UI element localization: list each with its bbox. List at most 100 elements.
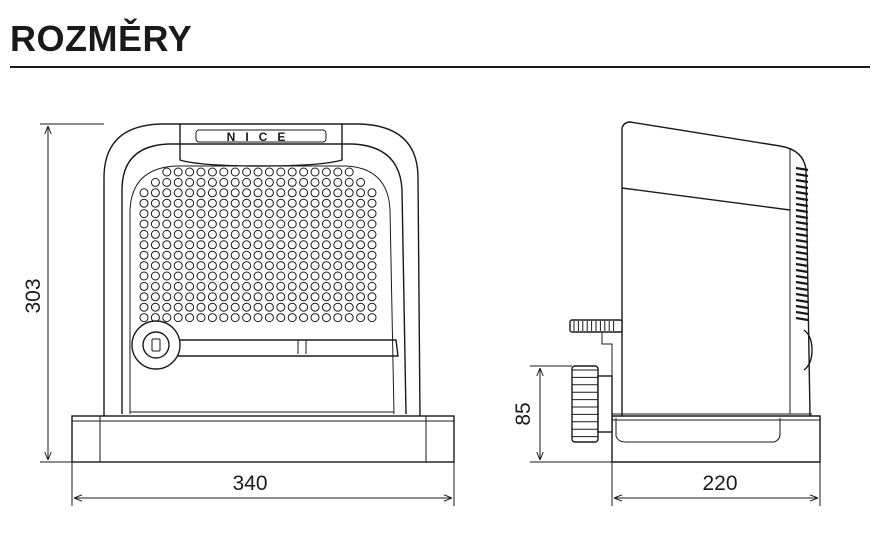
grille-hole (207, 177, 217, 187)
grille-hole (344, 177, 354, 187)
grille-hole (173, 261, 183, 271)
grille-hole (310, 240, 320, 250)
grille-hole (242, 167, 252, 177)
grille-hole (162, 302, 172, 312)
grille-hole (253, 250, 263, 260)
grille-rib (795, 304, 809, 310)
grille-hole (333, 271, 343, 281)
grille-hole (230, 219, 240, 229)
grille-hole (321, 271, 331, 281)
grille-hole (230, 313, 240, 323)
grille-rib (795, 202, 809, 208)
grille-hole (219, 292, 229, 302)
grille-hole (185, 240, 195, 250)
grille-hole (264, 177, 274, 187)
grille-hole (367, 313, 377, 323)
grille-hole (207, 281, 217, 291)
grille-hole (242, 281, 252, 291)
grille-hole (196, 209, 206, 219)
grille-hole (276, 219, 286, 229)
grille-hole (367, 198, 377, 208)
grille-hole (287, 177, 297, 187)
grille-hole (367, 250, 377, 260)
grille-rib (795, 232, 809, 238)
grille-hole (230, 188, 240, 198)
grille-hole (219, 250, 229, 260)
grille-hole (253, 292, 263, 302)
grille-hole (207, 302, 217, 312)
side-width-label: 220 (702, 472, 737, 495)
grille-hole (310, 229, 320, 239)
grille-hole (230, 302, 240, 312)
grille-hole (264, 229, 274, 239)
grille-hole (162, 188, 172, 198)
grille-hole (196, 198, 206, 208)
grille-hole (344, 188, 354, 198)
grille-hole (264, 198, 274, 208)
grille-hole (264, 250, 274, 260)
side-grille-ribs (795, 166, 809, 322)
grille-hole (321, 177, 331, 187)
grille-hole (264, 302, 274, 312)
grille-rib (795, 316, 809, 322)
grille-hole (185, 313, 195, 323)
grille-hole (185, 209, 195, 219)
grille-hole (310, 167, 320, 177)
grille-hole (287, 271, 297, 281)
grille-hole (162, 261, 172, 271)
grille-hole (276, 167, 286, 177)
grille-hole (207, 250, 217, 260)
grille-hole (196, 188, 206, 198)
grille-hole (162, 177, 172, 187)
grille-hole (356, 302, 366, 312)
grille-rib (795, 214, 809, 220)
grille-hole (162, 198, 172, 208)
grille-hole (139, 188, 149, 198)
side-tray-recess (615, 418, 781, 443)
grille-hole (207, 198, 217, 208)
grille-hole (344, 198, 354, 208)
grille-hole (333, 229, 343, 239)
grille-hole (196, 302, 206, 312)
grille-hole (219, 271, 229, 281)
grille-hole (299, 313, 309, 323)
grille-hole (344, 292, 354, 302)
grille-hole (196, 219, 206, 229)
grille-hole (196, 167, 206, 177)
grille-hole (299, 177, 309, 187)
grille-hole (253, 209, 263, 219)
grille-hole (185, 292, 195, 302)
grille-hole (150, 219, 160, 229)
grille-hole (150, 240, 160, 250)
grille-hole (162, 229, 172, 239)
grille-hole (139, 302, 149, 312)
grille-hole (333, 167, 343, 177)
grille-hole (162, 240, 172, 250)
grille-hole (162, 281, 172, 291)
grille-hole (242, 209, 252, 219)
grille-hole (276, 229, 286, 239)
grille-hole (150, 188, 160, 198)
key-slot (151, 338, 161, 352)
grille-hole (162, 292, 172, 302)
grille-hole (264, 261, 274, 271)
grille-hole (367, 219, 377, 229)
front-view: NICE 303 340 (22, 123, 455, 506)
brand-logo: NICE (195, 129, 327, 144)
grille-hole (276, 177, 286, 187)
grille-hole (333, 209, 343, 219)
grille-hole (207, 229, 217, 239)
grille-hole (356, 219, 366, 229)
grille-hole (173, 219, 183, 229)
grille-hole (321, 281, 331, 291)
grille-hole (310, 281, 320, 291)
grille-hole (356, 209, 366, 219)
grille-hole (333, 177, 343, 187)
grille-hole (242, 219, 252, 229)
grille-rib (795, 256, 809, 262)
grille-hole (173, 302, 183, 312)
grille-rib (795, 184, 809, 190)
front-base-plate (71, 415, 455, 463)
grille-hole (310, 261, 320, 271)
